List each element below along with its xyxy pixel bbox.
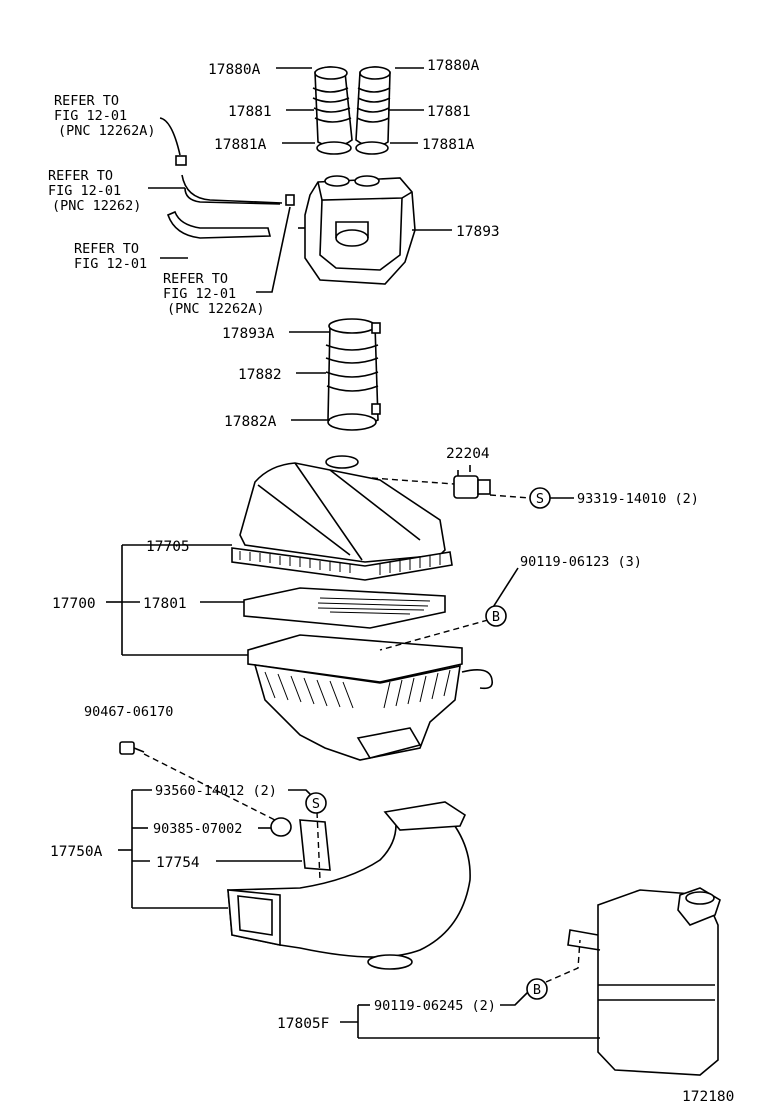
dashed-guides: [143, 477, 581, 983]
label-17750a: 17750A: [50, 844, 103, 860]
label-17754: 17754: [156, 855, 200, 871]
label-22204: 22204: [446, 446, 490, 462]
sensor-part: [453, 470, 491, 499]
intake-pipe: [227, 801, 471, 970]
label-90385: 90385-07002: [153, 821, 242, 837]
label-17881a-right: 17881A: [422, 137, 475, 153]
label-17893: 17893: [456, 224, 500, 240]
refer-4-line-3: (PNC 12262A): [167, 301, 265, 317]
label-17893a: 17893A: [222, 326, 275, 342]
figure-number: 172180: [682, 1089, 734, 1105]
label-90467: 90467-06170: [84, 704, 173, 720]
resonator-upper: [298, 175, 416, 285]
air-cleaner-cap: [231, 455, 453, 581]
symbol-b-1-text: B: [492, 609, 500, 625]
label-17881-left: 17881: [228, 104, 272, 120]
bolt-part: [119, 741, 145, 755]
bracket-part: [299, 819, 331, 871]
symbol-b-2-text: B: [533, 982, 541, 998]
refer-2-line-3: (PNC 12262): [52, 198, 141, 214]
label-17882a: 17882A: [224, 414, 277, 430]
refer-2-line-1: REFER TO: [48, 168, 113, 184]
refer-1-line-1: REFER TO: [54, 93, 119, 109]
symbol-s-2-text: S: [312, 796, 320, 812]
refer-note-1: REFER TO FIG 12-01 (PNC 12262A): [54, 93, 156, 139]
resonator-lower: [567, 887, 721, 1076]
refer-3-line-2: FIG 12-01: [74, 256, 147, 272]
label-17880a-left: 17880A: [208, 62, 261, 78]
label-93319: 93319-14010 (2): [577, 491, 699, 507]
symbol-b-2: B: [526, 978, 548, 1000]
upper-hoses-group: [312, 66, 391, 155]
label-17881a-left: 17881A: [214, 137, 267, 153]
lower-hose: [325, 318, 381, 431]
refer-note-4: REFER TO FIG 12-01 (PNC 12262A): [163, 271, 265, 317]
symbol-s-2: S: [305, 792, 327, 814]
label-93560: 93560-14012 (2): [155, 783, 277, 799]
air-cleaner-case: [247, 634, 494, 761]
refer-1-line-2: FIG 12-01: [54, 108, 127, 124]
symbol-s-1: S: [529, 487, 551, 509]
refer-note-2: REFER TO FIG 12-01 (PNC 12262): [48, 168, 141, 214]
label-17880a-right: 17880A: [427, 58, 480, 74]
symbol-s-1-text: S: [536, 491, 544, 507]
air-filter-element: [243, 587, 446, 629]
refer-note-3: REFER TO FIG 12-01: [74, 241, 147, 272]
cushion-part: [270, 817, 292, 837]
refer-4-line-2: FIG 12-01: [163, 286, 236, 302]
refer-4-line-1: REFER TO: [163, 271, 228, 287]
label-90119-06123: 90119-06123 (3): [520, 554, 642, 570]
label-90119-06245: 90119-06245 (2): [374, 998, 496, 1014]
refer-1-line-3: (PNC 12262A): [58, 123, 156, 139]
label-17801: 17801: [143, 596, 187, 612]
label-17705: 17705: [146, 539, 190, 555]
label-17700: 17700: [52, 596, 96, 612]
label-17805f: 17805F: [277, 1016, 329, 1032]
refer-2-line-2: FIG 12-01: [48, 183, 121, 199]
symbol-b-1: B: [485, 605, 507, 627]
label-17881-right: 17881: [427, 104, 471, 120]
leader-lines: [106, 67, 600, 1039]
label-17882: 17882: [238, 367, 282, 383]
refer-3-line-1: REFER TO: [74, 241, 139, 257]
